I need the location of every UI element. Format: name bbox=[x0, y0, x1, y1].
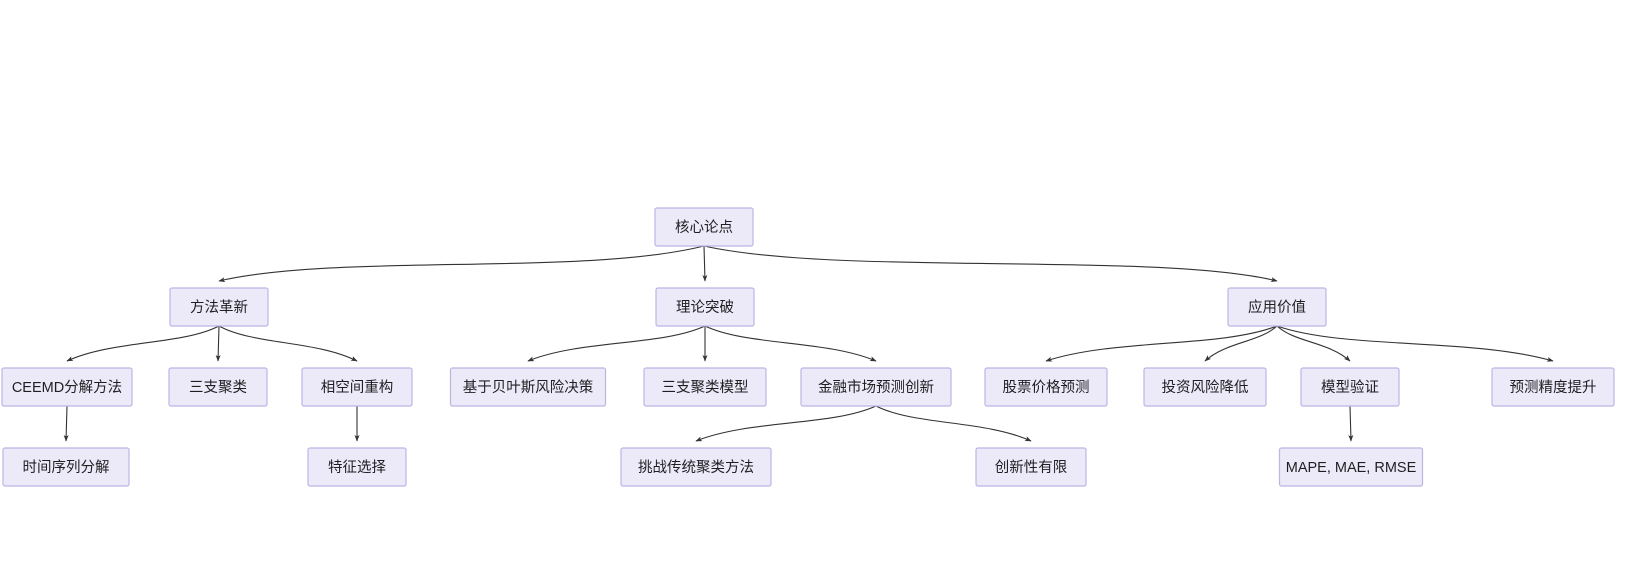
node-c1[interactable]: CEEMD分解方法 bbox=[1, 367, 133, 407]
node-b3[interactable]: 应用价值 bbox=[1227, 287, 1327, 327]
node-label: 基于贝叶斯风险决策 bbox=[463, 379, 594, 396]
node-shape bbox=[620, 447, 772, 487]
node-shape bbox=[984, 367, 1108, 407]
node-shape bbox=[643, 367, 767, 407]
node-label: 预测精度提升 bbox=[1510, 379, 1597, 396]
node-shape bbox=[301, 367, 413, 407]
edge-b1-to-c1 bbox=[66, 325, 220, 362]
edge-c6-to-d3 bbox=[695, 405, 877, 442]
edge-b1-to-c3 bbox=[218, 325, 358, 362]
node-label: 核心论点 bbox=[675, 219, 733, 236]
edge-b3-to-c8 bbox=[1204, 325, 1278, 362]
node-d3[interactable]: 挑战传统聚类方法 bbox=[620, 447, 772, 487]
node-shape bbox=[2, 447, 130, 487]
node-label: 股票价格预测 bbox=[1003, 379, 1090, 396]
node-shape bbox=[168, 367, 268, 407]
edge-c9-to-d5 bbox=[1348, 405, 1354, 442]
node-label: 相空间重构 bbox=[321, 379, 394, 396]
node-shape bbox=[654, 207, 754, 247]
node-c10[interactable]: 预测精度提升 bbox=[1491, 367, 1615, 407]
node-shape bbox=[1278, 447, 1424, 487]
node-c8[interactable]: 投资风险降低 bbox=[1143, 367, 1267, 407]
node-d4[interactable]: 创新性有限 bbox=[975, 447, 1087, 487]
edge-b3-to-c7 bbox=[1045, 325, 1278, 362]
edge-root-to-b2 bbox=[702, 245, 708, 282]
node-label: 理论突破 bbox=[676, 299, 734, 316]
node-label: 应用价值 bbox=[1248, 298, 1306, 316]
node-c2[interactable]: 三支聚类 bbox=[168, 367, 268, 407]
edge-root-to-b3 bbox=[703, 245, 1278, 283]
edge-b2-to-c6 bbox=[704, 325, 877, 362]
node-label: 三支聚类 bbox=[189, 379, 247, 396]
edge-b3-to-c10 bbox=[1276, 325, 1554, 362]
node-label: 创新性有限 bbox=[995, 459, 1068, 476]
node-shape bbox=[655, 287, 755, 327]
node-shape bbox=[800, 367, 952, 407]
node-label: MAPE, MAE, RMSE bbox=[1286, 460, 1417, 476]
node-d1[interactable]: 时间序列分解 bbox=[2, 447, 130, 487]
node-label: 金融市场预测创新 bbox=[818, 379, 934, 396]
node-shape bbox=[1143, 367, 1267, 407]
node-c9[interactable]: 模型验证 bbox=[1300, 367, 1400, 407]
edge-c6-to-d4 bbox=[875, 405, 1032, 442]
node-root[interactable]: 核心论点 bbox=[654, 207, 754, 247]
node-shape bbox=[1300, 367, 1400, 407]
edge-b2-to-c4 bbox=[527, 325, 706, 362]
node-label: 时间序列分解 bbox=[23, 459, 110, 476]
node-c4[interactable]: 基于贝叶斯风险决策 bbox=[449, 367, 607, 407]
node-d2[interactable]: 特征选择 bbox=[307, 447, 407, 487]
node-b2[interactable]: 理论突破 bbox=[655, 287, 755, 327]
node-shape bbox=[449, 367, 607, 407]
node-label: 三支聚类模型 bbox=[662, 379, 749, 396]
node-label: 投资风险降低 bbox=[1162, 379, 1249, 396]
node-shape bbox=[169, 287, 269, 327]
node-shape bbox=[307, 447, 407, 487]
node-label: 特征选择 bbox=[328, 459, 386, 476]
edge-root-to-b1 bbox=[218, 245, 705, 283]
node-c5[interactable]: 三支聚类模型 bbox=[643, 367, 767, 407]
edge-b1-to-c2 bbox=[215, 325, 221, 362]
node-shape bbox=[1227, 287, 1327, 327]
edge-c1-to-d1 bbox=[63, 405, 69, 442]
node-d5[interactable]: MAPE, MAE, RMSE bbox=[1278, 447, 1424, 487]
node-label: 方法革新 bbox=[190, 299, 248, 316]
node-shape bbox=[1, 367, 133, 407]
edge-b3-to-c9 bbox=[1276, 325, 1351, 362]
node-shape bbox=[975, 447, 1087, 487]
node-b1[interactable]: 方法革新 bbox=[169, 287, 269, 327]
node-c7[interactable]: 股票价格预测 bbox=[984, 367, 1108, 407]
node-shape bbox=[1491, 367, 1615, 407]
node-c6[interactable]: 金融市场预测创新 bbox=[800, 367, 952, 407]
node-c3[interactable]: 相空间重构 bbox=[301, 367, 413, 407]
node-label: CEEMD分解方法 bbox=[12, 379, 122, 396]
edge-layer bbox=[63, 245, 1554, 442]
node-label: 挑战传统聚类方法 bbox=[638, 459, 754, 476]
node-label: 模型验证 bbox=[1321, 379, 1379, 396]
